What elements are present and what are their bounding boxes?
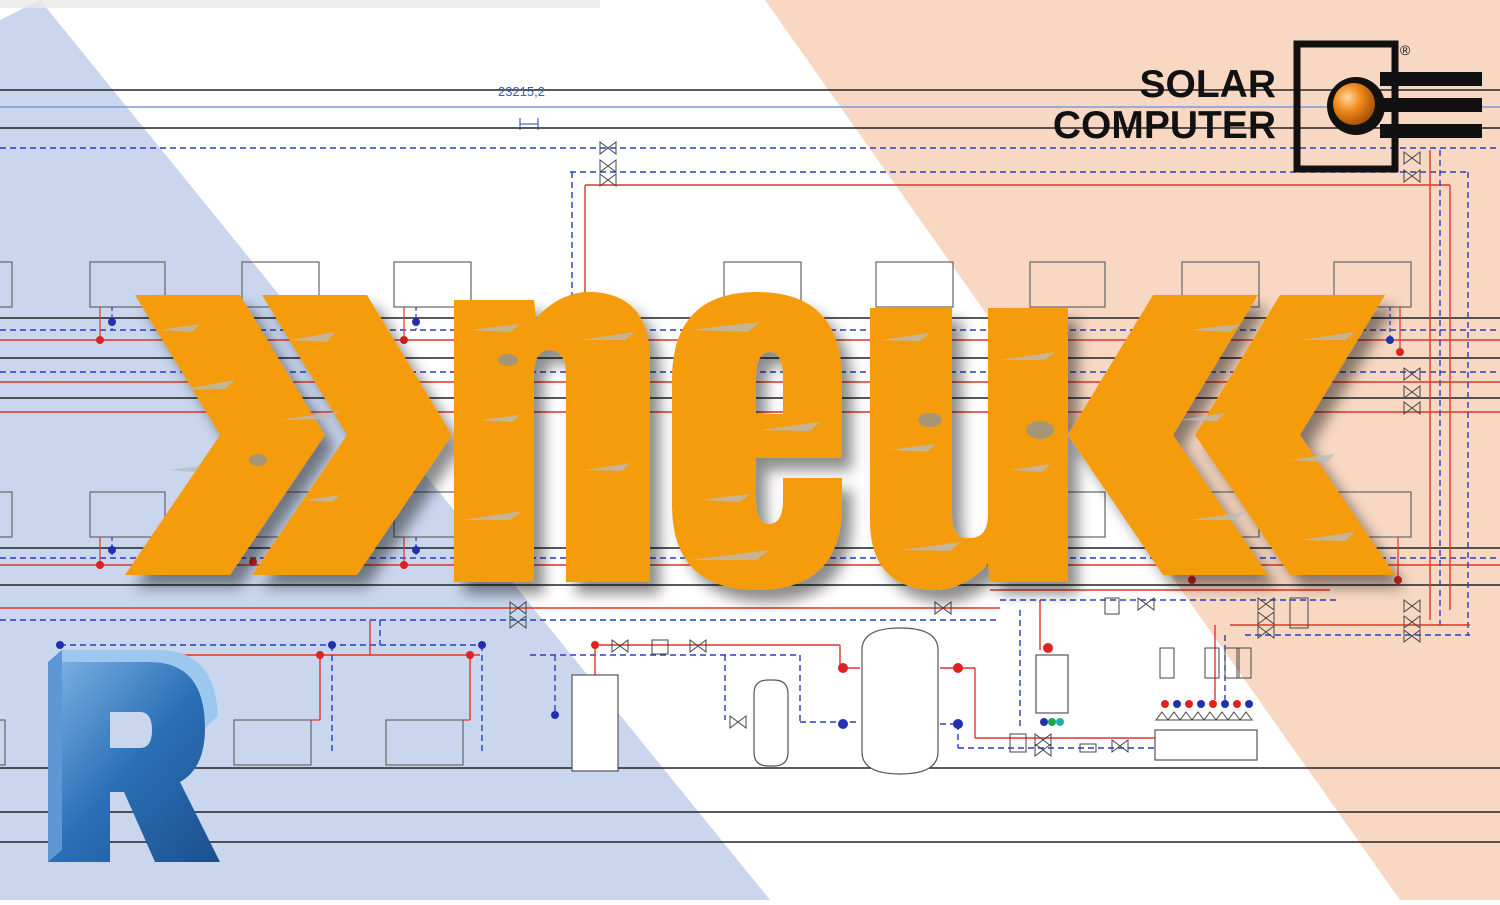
headline-neu	[125, 291, 1395, 591]
solar-computer-logo-icon	[1293, 40, 1482, 173]
letter-u	[870, 308, 1068, 591]
connection-dots	[56, 318, 1404, 729]
distress-texture	[160, 322, 1355, 560]
brand-line-1: SOLAR	[1139, 63, 1277, 106]
dimension-label: 23215,2	[498, 84, 545, 99]
double-chevron-left-icon	[1068, 295, 1395, 575]
revit-r-icon	[48, 650, 220, 862]
plant-equipment	[571, 627, 1258, 775]
registered-mark: ®	[1400, 42, 1411, 58]
brand-line-2: COMPUTER	[1052, 104, 1276, 147]
letter-e	[672, 292, 842, 590]
double-chevron-right-icon	[125, 295, 452, 575]
brand-wordmark: SOLAR COMPUTER	[1040, 64, 1276, 146]
radiators-lower	[0, 719, 464, 766]
valves	[509, 118, 1421, 757]
